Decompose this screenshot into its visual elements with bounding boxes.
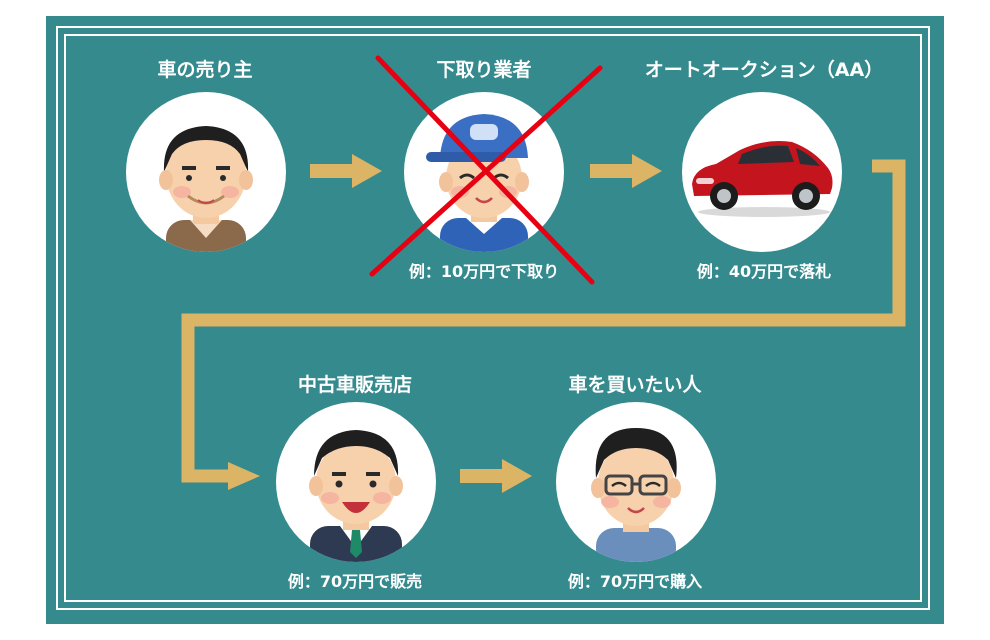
seller-avatar (126, 92, 286, 252)
auction-label: オートオークション（AA） (644, 59, 884, 81)
buyer-avatar (556, 402, 716, 562)
dealer-avatar (276, 402, 436, 562)
auction-car-image (682, 92, 842, 252)
buyer-illustration (591, 428, 681, 562)
dealer-illustration (309, 430, 403, 562)
connector-auction-to-dealer (181, 159, 906, 483)
outer-frame (56, 26, 930, 610)
seller-illustration (159, 126, 253, 252)
car-icon (692, 141, 833, 217)
inner-frame (64, 34, 922, 602)
buyer-caption: 例：70万円で購入 (567, 572, 703, 591)
arrow-dealer-to-buyer (460, 459, 532, 493)
arrow-tradein-to-auction (590, 154, 662, 188)
buyer-label: 車を買いたい人 (568, 374, 702, 396)
dealer-caption: 例：70万円で販売 (287, 572, 423, 591)
auction-caption: 例：40万円で落札 (696, 262, 832, 281)
dealer-label: 中古車販売店 (297, 374, 413, 396)
arrow-seller-to-tradein (310, 154, 382, 188)
tradein-label: 下取り業者 (436, 59, 532, 81)
seller-label: 車の売り主 (157, 59, 253, 81)
tradein-caption: 例：10万円で下取り (408, 262, 560, 281)
arrow-head-to-dealer (228, 462, 260, 490)
